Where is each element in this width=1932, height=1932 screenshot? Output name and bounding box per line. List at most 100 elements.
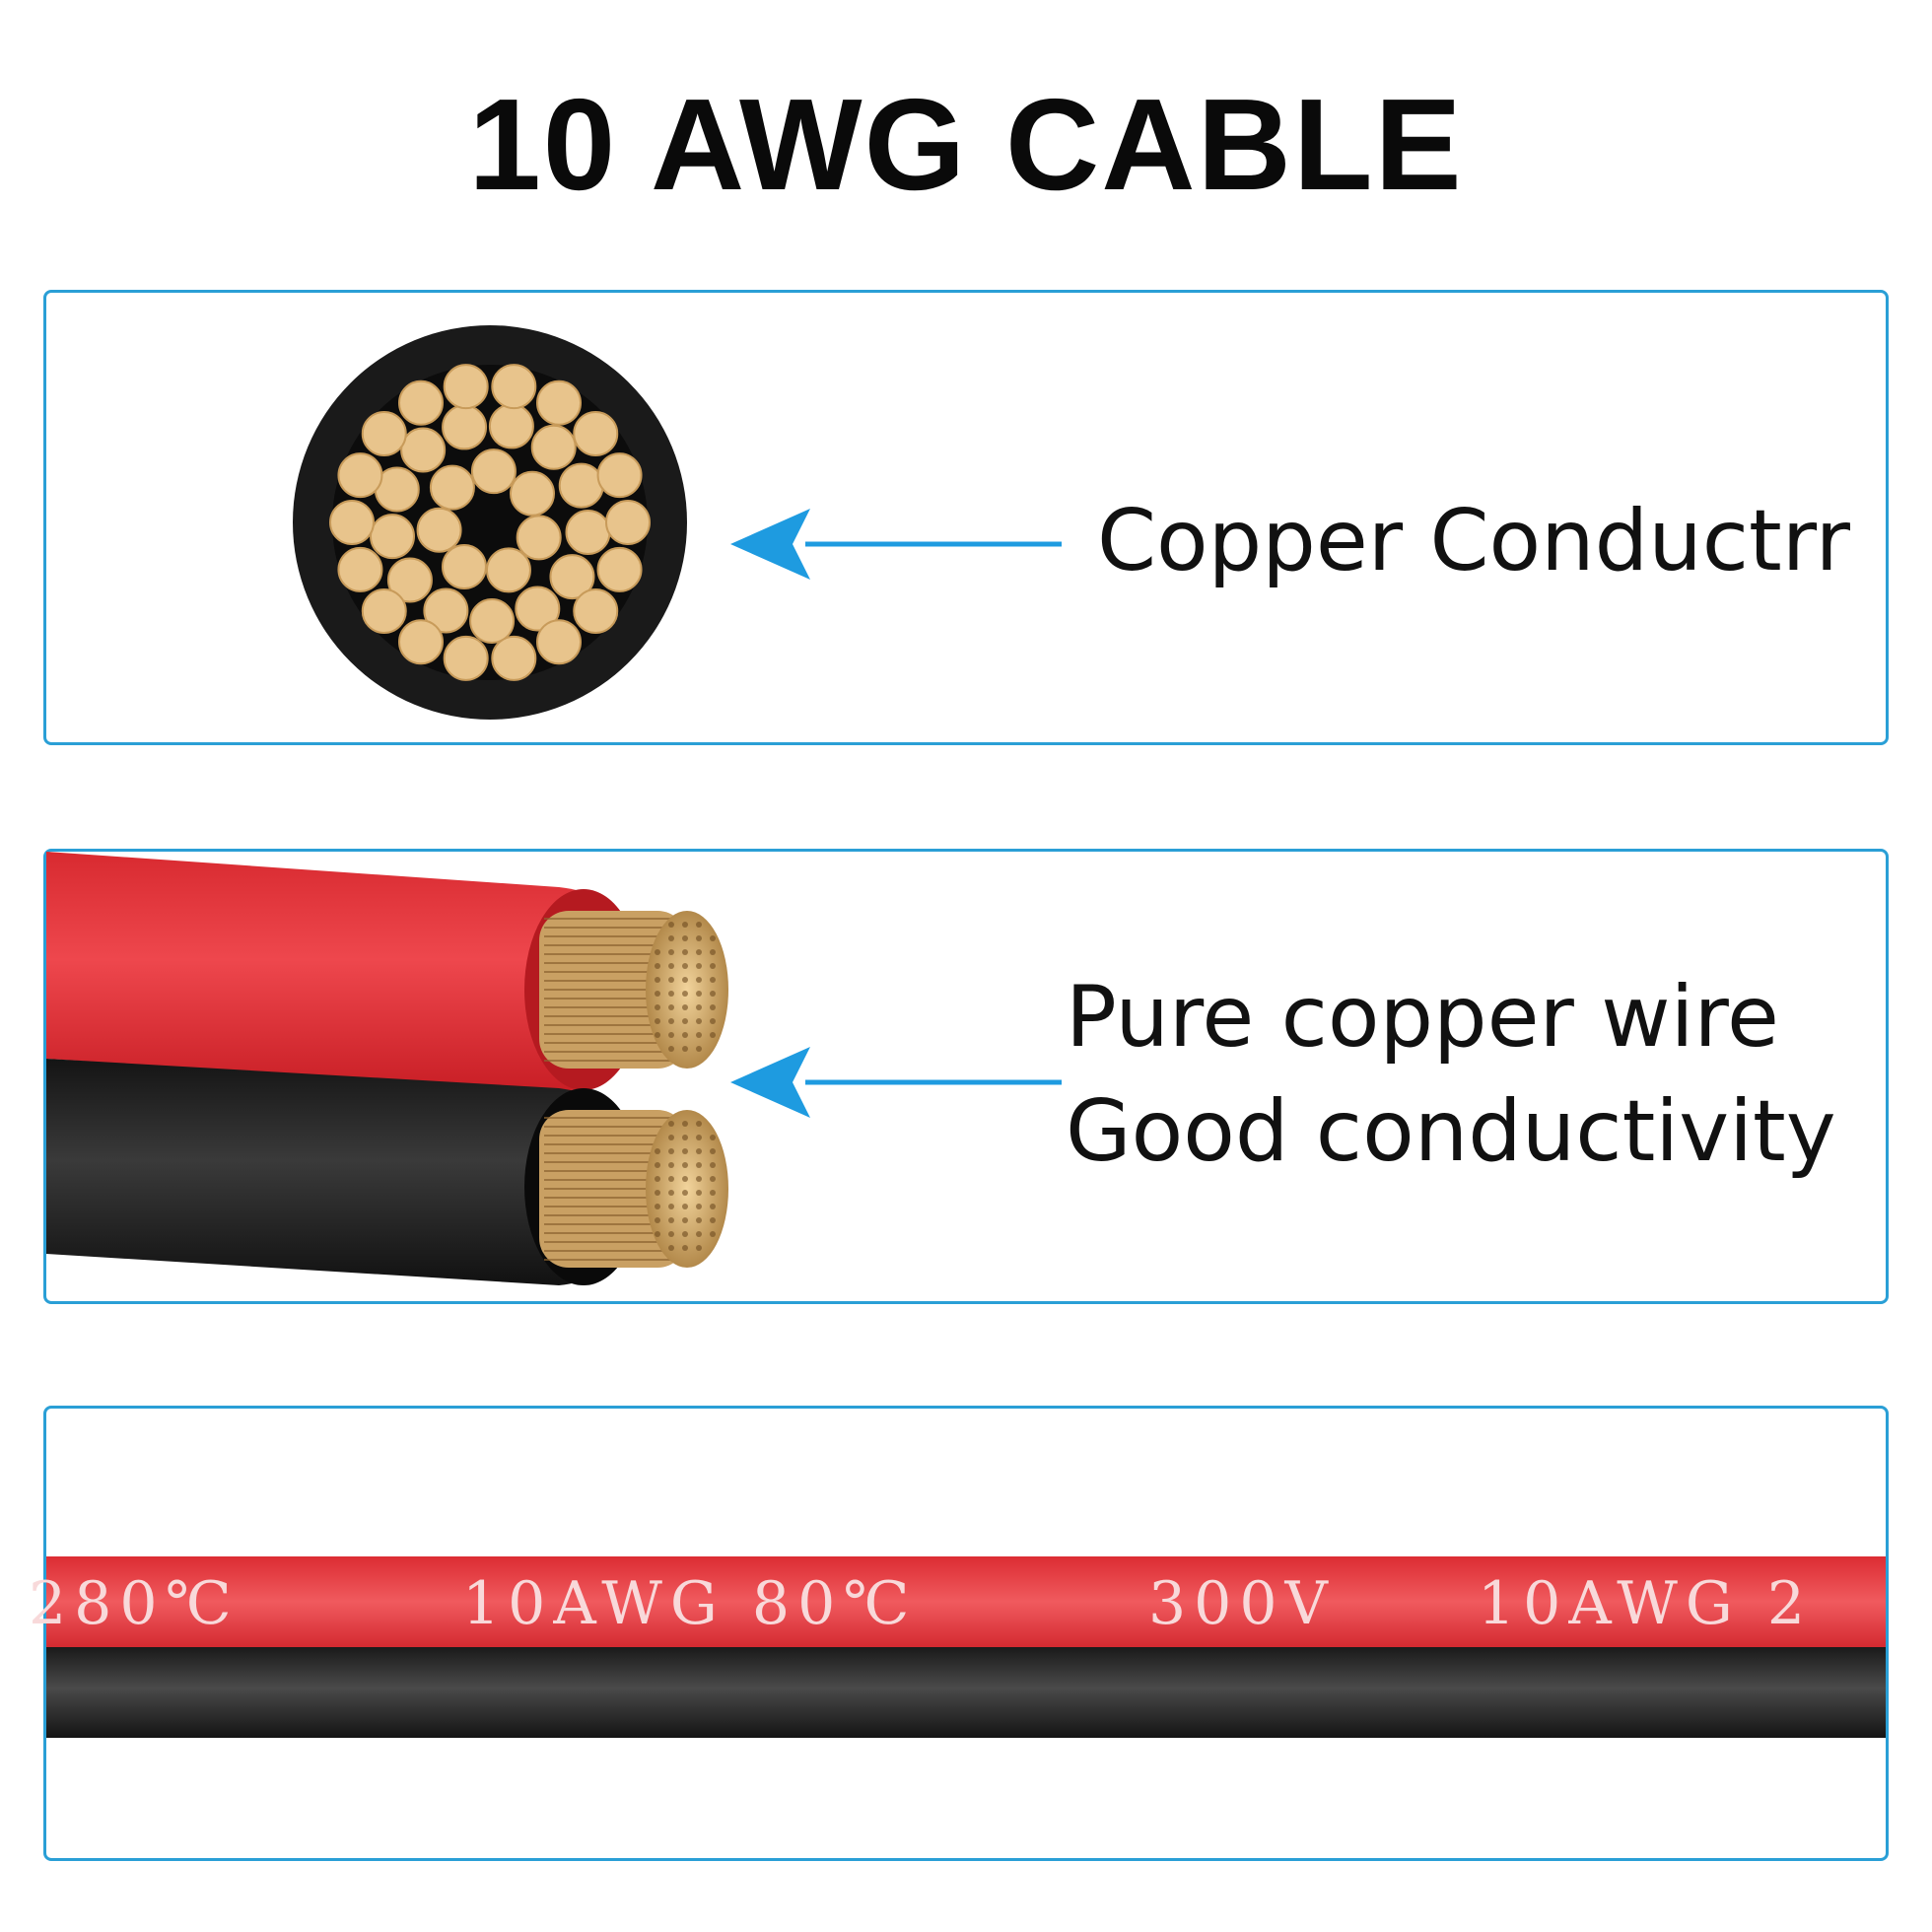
strand-end-dot — [682, 949, 688, 955]
strand-end-dot — [682, 922, 688, 928]
strand-end-dot — [655, 1162, 660, 1168]
black-wire-jacket — [46, 1059, 648, 1285]
copper-strand — [441, 544, 487, 590]
strand-end-dot — [668, 949, 674, 955]
strand-end-dot — [668, 1231, 674, 1237]
strand-end-dot — [696, 1231, 702, 1237]
strand-end-dot — [696, 977, 702, 983]
strand-end-dot — [682, 1135, 688, 1140]
copper-strand — [485, 547, 531, 593]
strand-end-dot — [668, 963, 674, 969]
strand-end-dot — [682, 1190, 688, 1196]
strand-end-dot — [710, 1148, 716, 1154]
strand-end-dot — [682, 1162, 688, 1168]
strand-end-dot — [696, 963, 702, 969]
strand-end-dot — [710, 991, 716, 997]
strand-end-dot — [668, 991, 674, 997]
strand-end-dot — [668, 1217, 674, 1223]
cable-side-view-illustration: 280℃ 10AWG 80℃ 300V 10AWG 2 — [29, 1556, 1886, 1738]
strand-end-dot — [655, 1217, 660, 1223]
strand-end-dot — [682, 1121, 688, 1127]
strand-end-dot — [655, 977, 660, 983]
strand-end-dot — [655, 1004, 660, 1010]
strand-end-dot — [710, 1018, 716, 1024]
page-title: 10 AWG CABLE — [468, 72, 1464, 217]
strand-end-dot — [710, 1231, 716, 1237]
copper-strand — [370, 514, 416, 560]
strand-end-dot — [668, 1148, 674, 1154]
red-wire-jacket — [46, 852, 648, 1092]
copper-strand — [337, 546, 383, 592]
copper-strand — [443, 364, 489, 410]
strand-end-dot — [668, 1135, 674, 1140]
cable-cross-section-illustration — [293, 325, 687, 720]
strand-end-dot — [696, 1217, 702, 1223]
strand-end-dots — [655, 922, 716, 1251]
copper-strand — [400, 427, 447, 473]
copper-strand — [515, 586, 561, 632]
strand-end-dot — [710, 1162, 716, 1168]
strand-end-dot — [710, 1135, 716, 1140]
strand-end-dot — [655, 1032, 660, 1038]
arrow-1 — [730, 509, 1062, 580]
strand-end-dot — [682, 1176, 688, 1182]
arrow-2 — [730, 1047, 1062, 1118]
strand-end-dot — [696, 1176, 702, 1182]
cable-print: 280℃ 10AWG 80℃ 300V 10AWG 2 — [29, 1569, 1813, 1638]
copper-strand — [509, 470, 555, 517]
strand-end-dot — [655, 949, 660, 955]
copper-strand — [423, 587, 469, 634]
copper-conductor-label: Copper Conductrr — [1097, 492, 1850, 590]
strand-end-dot — [655, 963, 660, 969]
copper-strand — [596, 452, 643, 499]
strand-end-dot — [682, 1217, 688, 1223]
strand-end-dot — [710, 1217, 716, 1223]
strand-end-dot — [682, 1204, 688, 1209]
strand-end-dot — [682, 935, 688, 941]
strand-end-dot — [710, 949, 716, 955]
strand-end-dot — [696, 935, 702, 941]
strand-end-dot — [696, 1018, 702, 1024]
strand-end-dot — [668, 1046, 674, 1052]
black-cable — [46, 1647, 1886, 1738]
strand-end-dot — [668, 1032, 674, 1038]
strand-end-dot — [696, 1121, 702, 1127]
strand-end-dot — [696, 1162, 702, 1168]
copper-strand — [530, 424, 577, 470]
copper-strand — [361, 411, 407, 457]
copper-strand — [386, 557, 433, 603]
red-wire-strand-ends — [646, 911, 728, 1069]
strand-end-dot — [696, 1046, 702, 1052]
strand-end-dot — [668, 1245, 674, 1251]
copper-strand — [329, 500, 375, 545]
strand-end-dot — [668, 1176, 674, 1182]
copper-strand — [337, 452, 383, 499]
strand-end-dot — [655, 1204, 660, 1209]
copper-strand — [398, 380, 444, 426]
strand-end-dot — [710, 1190, 716, 1196]
copper-strand — [429, 464, 475, 511]
strand-end-dot — [668, 1190, 674, 1196]
strand-end-dot — [696, 1004, 702, 1010]
strand-end-dot — [668, 977, 674, 983]
strand-end-dot — [696, 1204, 702, 1209]
strand-end-dot — [710, 1176, 716, 1182]
copper-strands — [329, 364, 651, 681]
copper-strand — [573, 411, 619, 457]
pure-copper-label: Pure copper wire — [1066, 968, 1779, 1067]
strand-end-dot — [655, 1190, 660, 1196]
strand-end-dot — [668, 935, 674, 941]
strand-end-dot — [668, 922, 674, 928]
strand-end-dot — [668, 1162, 674, 1168]
cable-print-segment: 280℃ — [29, 1569, 240, 1638]
cable-print-segment: 10AWG 2 — [1478, 1569, 1813, 1638]
strand-end-dot — [682, 1148, 688, 1154]
strand-end-dot — [682, 1032, 688, 1038]
strand-end-dot — [710, 1032, 716, 1038]
copper-strand — [605, 500, 651, 545]
strand-end-dot — [668, 1121, 674, 1127]
strand-end-dot — [696, 991, 702, 997]
strand-end-dot — [710, 977, 716, 983]
strand-end-dot — [682, 963, 688, 969]
strand-end-dot — [655, 1176, 660, 1182]
